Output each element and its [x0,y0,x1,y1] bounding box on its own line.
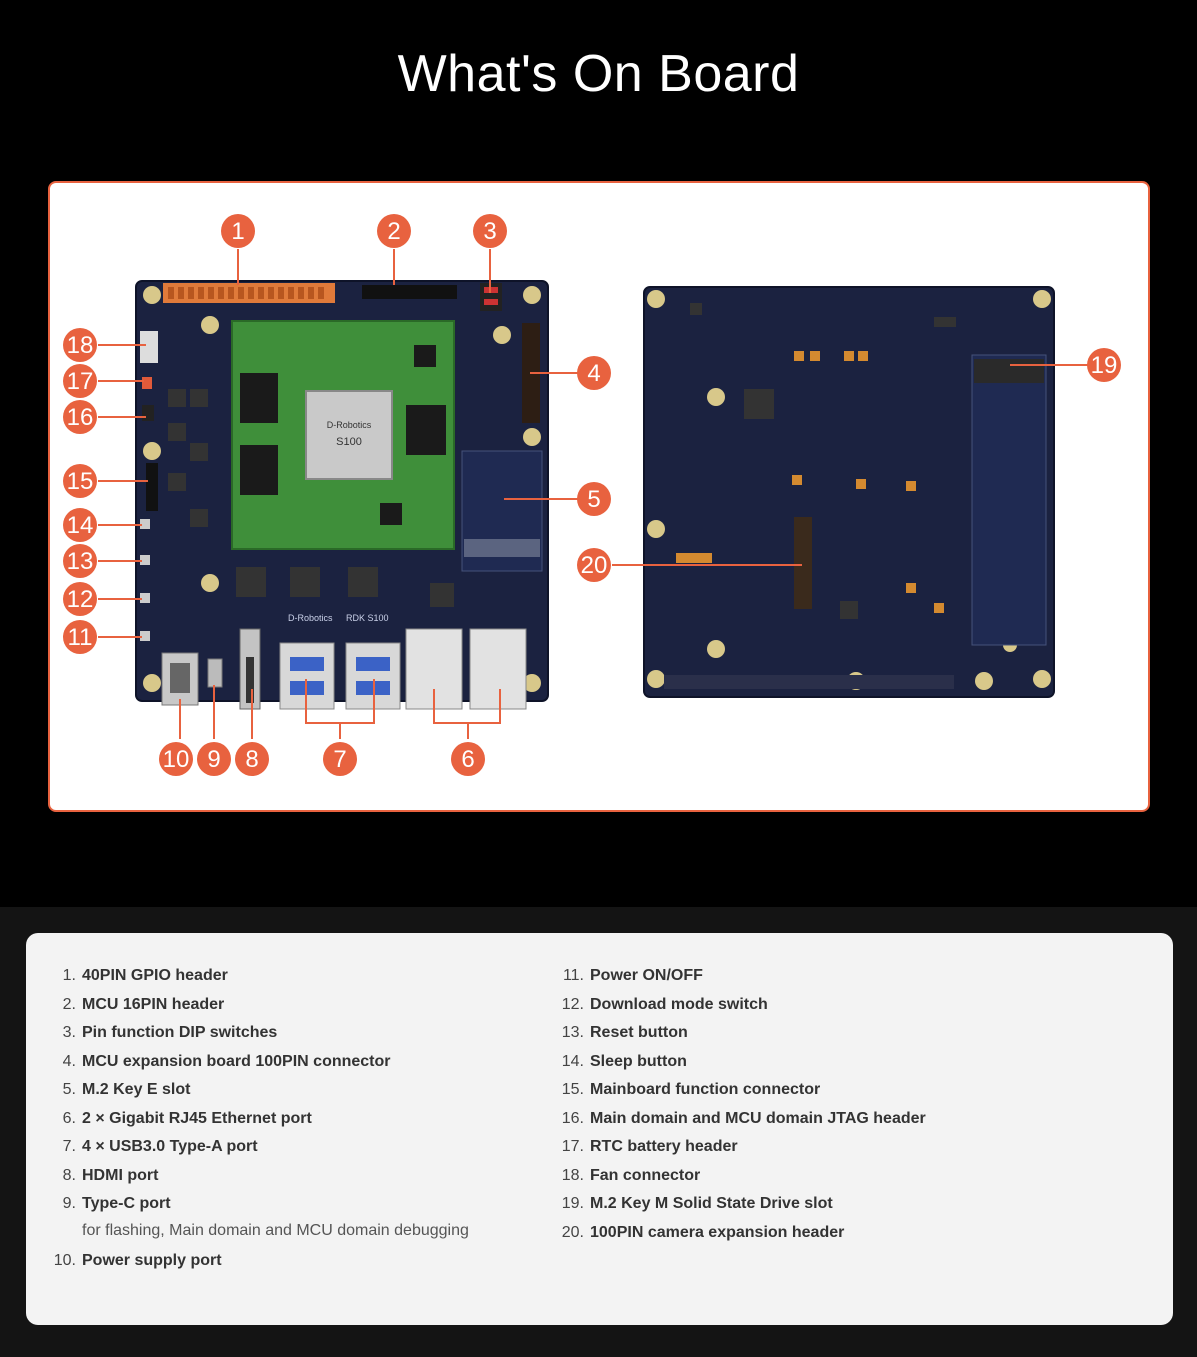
list-item-note: for flashing, Main domain and MCU domain… [82,1222,469,1239]
list-item: 12.Download mode switch [561,995,768,1013]
spec-list-right: 11.Power ON/OFF 12.Download mode switch … [558,967,926,1252]
soc-chip [305,390,393,480]
callout-17: 17 [63,364,97,398]
board-back [643,286,1055,698]
list-item: 7.4 × USB3.0 Type-A port [62,1138,258,1155]
svg-text:1: 1 [231,218,244,245]
callout-1: 1 [221,214,255,248]
svg-text:9: 9 [207,746,220,773]
callout-badges: 1 2 3 4 5 6 7 8 9 10 11 12 13 14 15 16 1… [63,214,1121,776]
chip-brand: D-Robotics [327,420,372,430]
svg-text:13: 13 [67,548,94,575]
spec-card: 1.40PIN GPIO header 2.MCU 16PIN header 3… [26,933,1173,1325]
board-brand: D-Robotics [288,613,333,623]
svg-text:14: 14 [67,512,94,539]
svg-text:5: 5 [587,486,600,513]
svg-text:8: 8 [245,746,258,773]
callout-6: 6 [451,742,485,776]
callout-5: 5 [577,482,611,516]
spec-section: 1.40PIN GPIO header 2.MCU 16PIN header 3… [0,907,1197,1357]
callout-9: 9 [197,742,231,776]
power-switch [140,631,150,641]
list-item: 13.Reset button [561,1024,688,1041]
list-item: 6.2 × Gigabit RJ45 Ethernet port [62,1109,312,1127]
board-model: RDK S100 [346,613,389,623]
page-title: What's On Board [397,45,800,103]
svg-text:16: 16 [67,404,94,431]
svg-text:4: 4 [587,360,600,387]
list-item: 3.Pin function DIP switches [62,1024,278,1041]
svg-text:7: 7 [333,746,346,773]
ethernet-port-2 [469,628,527,710]
svg-text:18: 18 [67,332,94,359]
jtag-header [142,405,154,421]
callout-20: 20 [577,548,611,582]
list-item: 18.Fan connector [561,1166,701,1184]
list-item: 5.M.2 Key E slot [62,1081,191,1098]
list-item: 1.40PIN GPIO header [62,967,228,984]
list-item: 2.MCU 16PIN header [62,995,225,1013]
list-item: 16.Main domain and MCU domain JTAG heade… [561,1109,926,1127]
callout-18: 18 [63,328,97,362]
mounting-holes [143,286,541,692]
callout-15: 15 [63,464,97,498]
download-mode-switch [140,593,150,603]
sleep-button [140,519,150,529]
callout-13: 13 [63,544,97,578]
callout-19: 19 [1087,348,1121,382]
usb-port-pair-2 [345,642,401,710]
callout-lines [98,249,1088,739]
type-c-port [207,658,223,688]
callout-3: 3 [473,214,507,248]
mcu-header-16pin [362,285,457,299]
list-item: 14.Sleep button [561,1052,687,1070]
svg-text:15: 15 [67,468,94,495]
spec-list-left: 1.40PIN GPIO header 2.MCU 16PIN header 3… [50,967,469,1281]
svg-text:3: 3 [483,218,496,245]
fan-connector [140,331,158,363]
callout-14: 14 [63,508,97,542]
board-illustration: D-Robotics S100 D [63,214,1121,776]
board-image-panel: D-Robotics S100 D [48,181,1150,812]
list-item: 8.HDMI port [62,1166,159,1184]
camera-expansion-header [794,517,812,609]
reset-button [140,555,150,565]
list-item: 19.M.2 Key M Solid State Drive slot [561,1195,833,1212]
callout-7: 7 [323,742,357,776]
svg-text:10: 10 [163,746,190,773]
svg-text:12: 12 [67,586,94,613]
board-front: D-Robotics S100 D [135,280,549,710]
callout-12: 12 [63,582,97,616]
svg-text:20: 20 [581,552,608,579]
callout-11: 11 [63,620,97,654]
list-item: 11.Power ON/OFF [562,967,703,984]
svg-text:17: 17 [67,368,94,395]
list-item: 20.100PIN camera expansion header [561,1223,845,1241]
callout-8: 8 [235,742,269,776]
list-item: 10.Power supply port [53,1252,222,1269]
callout-10: 10 [159,742,193,776]
svg-text:11: 11 [68,624,93,651]
list-item: 17.RTC battery header [561,1138,738,1155]
callout-2: 2 [377,214,411,248]
m2-key-m-slot [971,354,1047,646]
svg-text:2: 2 [387,218,400,245]
list-item: 15.Mainboard function connector [561,1081,821,1098]
callout-4: 4 [577,356,611,390]
list-item: 4.MCU expansion board 100PIN connector [62,1052,391,1070]
callout-16: 16 [63,400,97,434]
chip-name: S100 [336,436,362,448]
mainboard-function-connector [146,463,158,511]
rtc-battery-header [142,377,152,389]
svg-text:6: 6 [461,746,474,773]
svg-text:19: 19 [1091,352,1118,379]
